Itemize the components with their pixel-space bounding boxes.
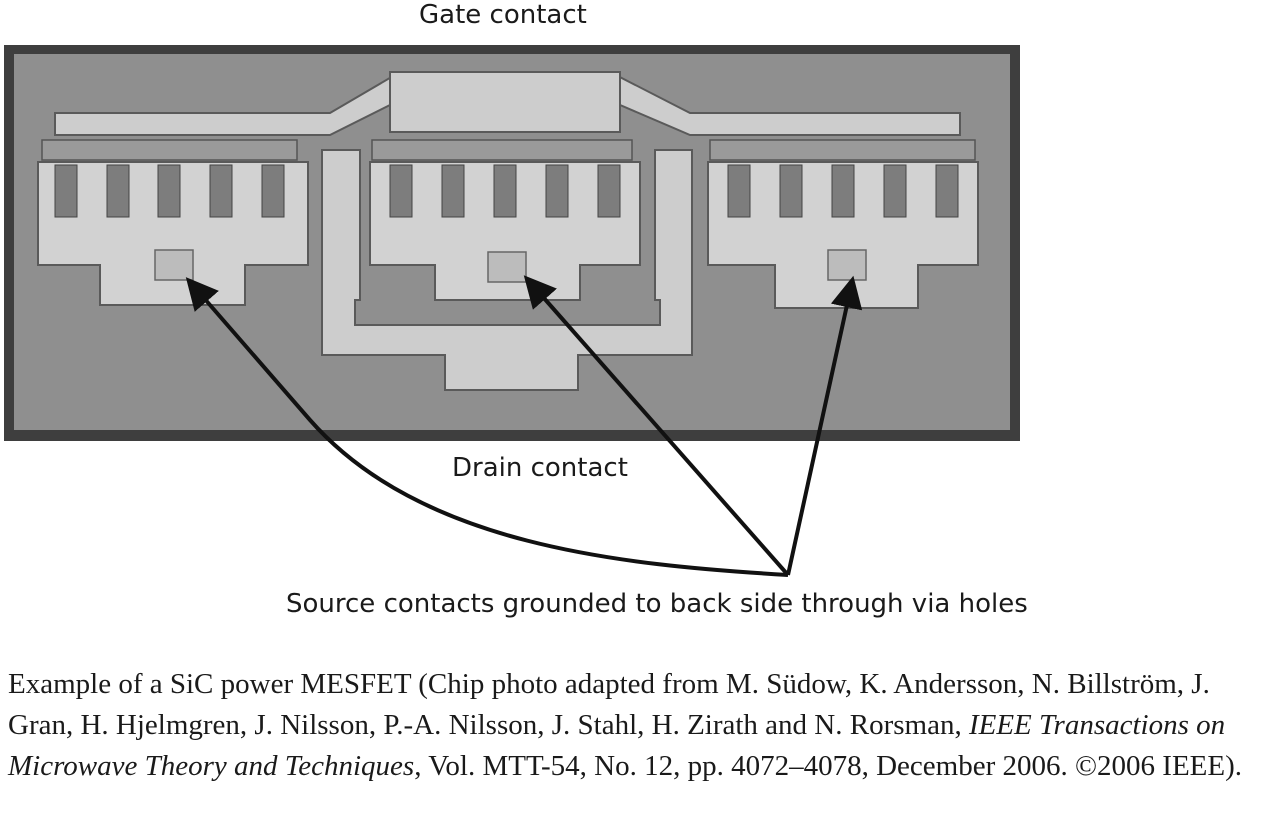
- gate-contact-label: Gate contact: [419, 0, 587, 30]
- figure-caption: Example of a SiC power MESFET (Chip phot…: [8, 664, 1270, 787]
- source-arrows: [185, 275, 863, 577]
- via-holes: [154, 249, 867, 283]
- drain-contact-label: Drain contact: [452, 453, 628, 483]
- drain-bus: [321, 149, 693, 391]
- middle-cell: [369, 161, 641, 301]
- arrow-middle-via: [523, 275, 790, 577]
- chip-photo: [4, 45, 1020, 441]
- arrow-left-via: [185, 277, 789, 577]
- caption-part1: Example of a SiC power MESFET (Chip phot…: [8, 668, 1210, 741]
- arrow-right-via: [786, 275, 863, 576]
- right-cell: [707, 161, 979, 309]
- gate-fingers: [41, 139, 976, 161]
- finger-slots: [54, 164, 959, 218]
- caption-part2: , Vol. MTT-54, No. 12, pp. 4072–4078, De…: [414, 750, 1242, 782]
- source-contacts-label: Source contacts grounded to back side th…: [286, 589, 1028, 619]
- left-cell: [37, 161, 309, 306]
- caption-journal: IEEE Transactions on Microwave Theory an…: [8, 709, 1226, 782]
- gate-bus: [54, 71, 961, 136]
